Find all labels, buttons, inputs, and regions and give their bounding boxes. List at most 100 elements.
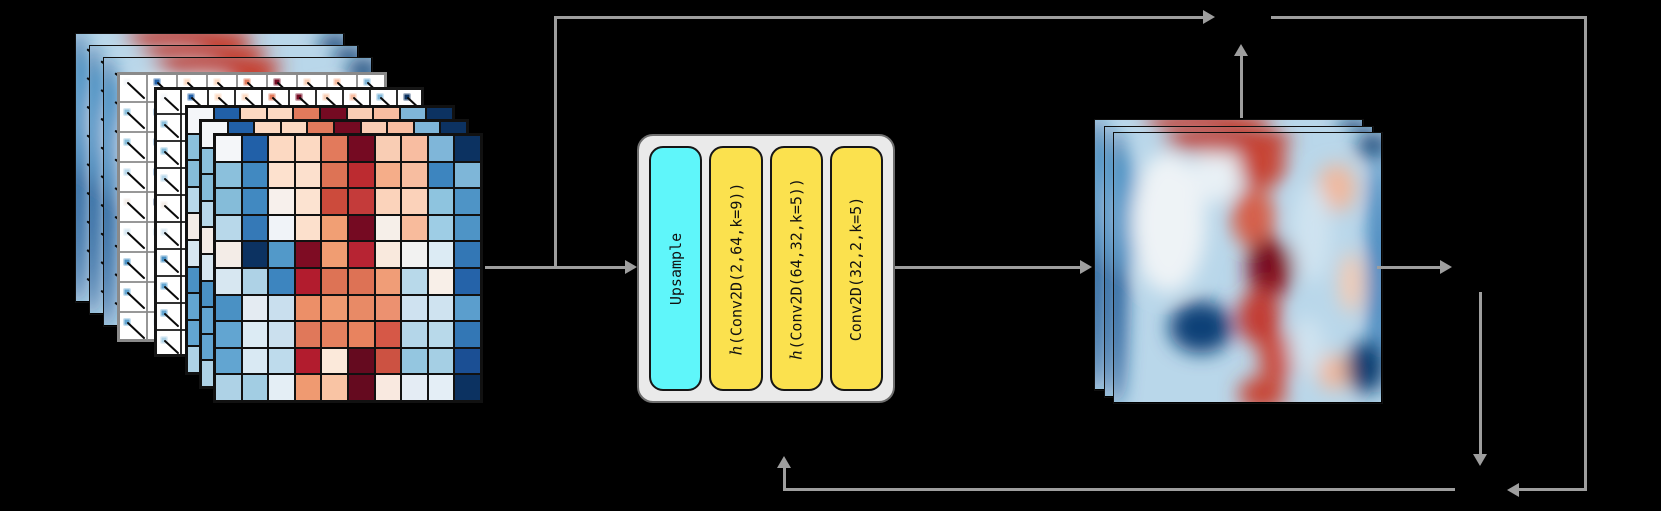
grid-cell — [427, 347, 455, 375]
grid-cell — [321, 188, 348, 215]
grid-cell — [321, 135, 348, 162]
box-to-output-arrowhead — [1080, 260, 1092, 274]
grid-cell — [321, 161, 348, 189]
grid-cell — [401, 268, 428, 295]
right-return-vertical — [1584, 16, 1587, 491]
grid-cell — [294, 294, 322, 322]
layer-pill-conv3: Conv2D(32,2,k=5) — [829, 146, 883, 391]
layer-label-upsample: Upsample — [666, 232, 685, 305]
grid-cell — [401, 188, 428, 215]
grid-cell — [241, 374, 269, 401]
grid-cell — [374, 241, 402, 268]
grid-cell — [454, 214, 481, 242]
grid-cell — [241, 347, 269, 375]
grid-cell — [454, 241, 481, 268]
grid-cell — [454, 294, 481, 322]
grid-cell — [321, 374, 348, 401]
grid-cell — [374, 214, 402, 242]
grid-cell — [401, 135, 428, 162]
grid-cell — [348, 241, 375, 268]
grid-cell — [241, 268, 269, 295]
grid-cell — [348, 268, 375, 295]
layer-pill-conv2: h(Conv2D(64,32,k=5)) — [769, 146, 823, 391]
bottom-junction-arrowhead-left — [1507, 483, 1519, 497]
grid-cell — [374, 374, 402, 401]
feedback-arrowhead — [777, 456, 791, 468]
output-arrow-line — [1377, 266, 1440, 269]
grid-cell — [348, 161, 375, 189]
grid-cell — [427, 214, 455, 242]
sum-output-horizontal — [1271, 16, 1587, 19]
layer-pill-conv1: h(Conv2D(2,64,k=9)) — [709, 146, 763, 391]
grid-cell — [321, 347, 348, 375]
grid-cell — [294, 268, 322, 295]
grid-cell — [454, 161, 481, 189]
grid-cell — [215, 347, 242, 375]
grid-cell — [427, 268, 455, 295]
layer-label-conv2: h(Conv2D(64,32,k=5)) — [786, 177, 806, 360]
feedback-vertical — [783, 468, 786, 491]
grid-cell — [401, 294, 428, 322]
output-to-sum-line — [1240, 56, 1243, 118]
grid-cell — [427, 161, 455, 189]
grid-cell — [294, 241, 322, 268]
skip-connection-vertical — [554, 17, 557, 267]
grid-cell — [454, 188, 481, 215]
grid-cell — [268, 241, 295, 268]
grid-cell — [427, 321, 455, 348]
grid-cell — [268, 161, 295, 189]
grid-cell — [401, 347, 428, 375]
feedback-horizontal — [783, 488, 1455, 491]
input-layer-coarse-grid-7 — [213, 133, 483, 403]
grid-cell — [241, 214, 269, 242]
grid-cell — [321, 268, 348, 295]
grid-cell — [215, 321, 242, 348]
skip-connection-arrowhead — [1203, 10, 1215, 24]
grid-cell — [294, 374, 322, 401]
output-to-sum-arrowhead — [1234, 44, 1248, 56]
input-arrow-line — [485, 266, 625, 269]
coarse-grid-cells — [213, 133, 483, 403]
grid-cell — [268, 321, 295, 348]
output-layer-smooth-field-2 — [1113, 132, 1383, 404]
grid-cell — [241, 321, 269, 348]
grid-cell — [348, 347, 375, 375]
grid-cell — [454, 374, 481, 401]
junction-drop-arrowhead — [1473, 454, 1487, 466]
grid-cell — [294, 135, 322, 162]
grid-cell — [348, 321, 375, 348]
grid-cell — [401, 374, 428, 401]
grid-cell — [401, 321, 428, 348]
grid-cell — [215, 188, 242, 215]
grid-cell — [401, 161, 428, 189]
grid-cell — [374, 268, 402, 295]
grid-cell — [401, 214, 428, 242]
grid-cell — [427, 374, 455, 401]
grid-cell — [374, 135, 402, 162]
grid-cell — [454, 135, 481, 162]
grid-cell — [454, 347, 481, 375]
grid-cell — [348, 294, 375, 322]
grid-cell — [294, 188, 322, 215]
grid-cell — [348, 188, 375, 215]
grid-cell — [348, 374, 375, 401]
grid-cell — [215, 294, 242, 322]
grid-cell — [374, 188, 402, 215]
grid-cell — [348, 135, 375, 162]
grid-cell — [321, 321, 348, 348]
grid-cell — [321, 241, 348, 268]
grid-cell — [241, 161, 269, 189]
grid-cell — [268, 214, 295, 242]
cnn-module-box: Upsample h(Conv2D(2,64,k=9)) h(Conv2D(64… — [637, 134, 895, 403]
grid-cell — [374, 347, 402, 375]
grid-cell — [241, 294, 269, 322]
output-arrowhead — [1440, 260, 1452, 274]
grid-cell — [427, 241, 455, 268]
grid-cell — [454, 321, 481, 348]
grid-cell — [268, 347, 295, 375]
grid-cell — [401, 241, 428, 268]
junction-drop-line — [1479, 292, 1482, 454]
grid-cell — [268, 374, 295, 401]
layer-label-conv1: h(Conv2D(2,64,k=9)) — [726, 182, 746, 355]
grid-cell — [215, 374, 242, 401]
